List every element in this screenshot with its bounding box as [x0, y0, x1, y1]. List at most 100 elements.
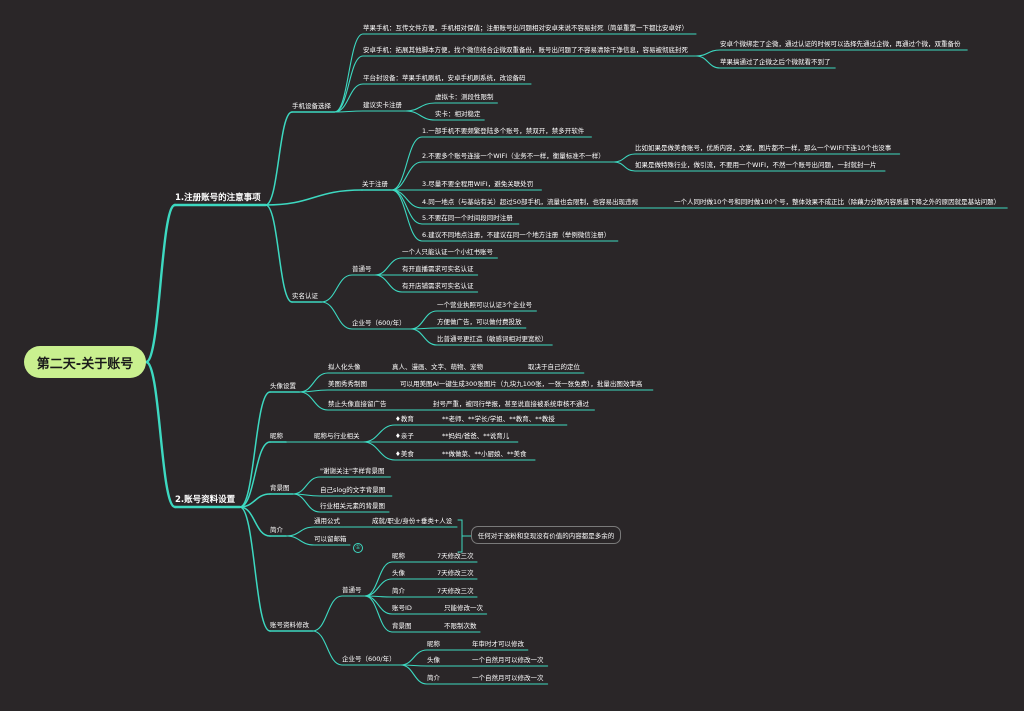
node-b2-edit-n-nick-a[interactable]: 7天修改三次 [437, 552, 474, 560]
node-b2-bg[interactable]: 背景图 [270, 484, 290, 492]
connector-b1-auth-personal [320, 274, 353, 303]
connector-b1-phone-sim-real [405, 110, 436, 121]
root-node[interactable]: 第二天-关于账号 [24, 346, 146, 378]
node-b2-bg-1[interactable]: "谢谢关注"字样背景图 [320, 467, 385, 475]
node-b1-phone-apple[interactable]: 苹果手机：互传文件方便，手机相对保值；注册账号出问题相对安卓来说不容易封死（简单… [363, 24, 688, 32]
node-b1-reg-4[interactable]: 4.同一地点（与基站有关）超过50部手机，流量也会限制，也容易出现违规 [422, 198, 638, 206]
node-b2-nick-food-a[interactable]: **做做菜、**小厨娘、**美食 [442, 450, 527, 458]
connector-b1-phone-sim-virtual [405, 102, 436, 112]
node-b1-phone-android-c2[interactable]: 苹果搞通过了企微之后个微就看不到了 [720, 58, 831, 66]
connector-b1-auth-personal-1 [374, 257, 403, 276]
node-b2-edit[interactable]: 账号资料修改 [270, 621, 309, 629]
node-b2-edit-e-avatar-a[interactable]: 一个自然月可以修改一次 [472, 656, 544, 664]
connector-b2-intro [239, 506, 271, 537]
connector-b1-reg-2 [390, 161, 423, 191]
node-b2-edit-n-avatar[interactable]: 头像 [392, 569, 405, 577]
node-b1-reg-2[interactable]: 2.不要多个账号连接一个WIFI（业务不一样，衡量标准不一样） [422, 152, 605, 160]
node-b1-auth-ent-3[interactable]: 比普通号更扛造（敏感词相对更宽松） [437, 335, 548, 343]
connector-b2-edit [239, 506, 271, 632]
node-b2-nick-baby-a[interactable]: **妈妈/爸爸、**说育儿 [442, 432, 510, 440]
node-b1-phone-platform[interactable]: 平台封设备：苹果手机刷机，安卓手机刷系统，改设备码 [363, 74, 526, 82]
node-b1-auth-ent[interactable]: 企业号（600/年） [352, 319, 406, 327]
node-b1-phone-android-c1[interactable]: 安卓个微绑定了企微，通过认证的时候可以选择先通过企微，再通过个微，双重备份 [720, 40, 961, 48]
node-b1-auth-personal-2[interactable]: 有开直播需求可实名认证 [402, 265, 474, 273]
node-b1-reg-1[interactable]: 1.一部手机不要频繁登陆多个账号，禁双开，禁多开软件 [422, 127, 585, 135]
node-b1-reg-3[interactable]: 3.尽量不要全程用WIFI，避免关联处罚 [422, 180, 534, 188]
node-b2-edit-n-intro[interactable]: 简介 [392, 587, 405, 595]
node-b1-phone-android[interactable]: 安卓手机：拓展其他脚本方便，找个微信结合企微双重备份，账号出问题了不容易清除干净… [363, 46, 688, 54]
node-b1-auth-personal[interactable]: 普通号 [352, 265, 372, 273]
node-b2-avatar-1-b[interactable]: 取决于自己的定位 [528, 363, 580, 371]
node-b2-edit-e-intro[interactable]: 简介 [427, 674, 440, 682]
node-b2-avatar-2-a[interactable]: 可以用美图AI一键生成300张图片（九块九100张，一张一张免费），批量出图效率… [400, 380, 643, 388]
node-b2-avatar-1-a[interactable]: 真人、漫画、文字、萌物、宠物 [392, 363, 483, 371]
node-b1-reg-2-c1[interactable]: 比如如果是做美食账号，优质内容，文案，图片都不一样，那么一个WIFI下连10个也… [635, 144, 892, 152]
connector-b1-reg-4 [390, 189, 423, 209]
node-b1-phone-sim-real[interactable]: 实卡：相对稳定 [435, 110, 481, 118]
connector-b1-phone-android-c1 [695, 49, 721, 57]
node-b1-auth-ent-2[interactable]: 方便做广告，可以做付费投放 [437, 318, 522, 326]
node-b2-edit-e-nick[interactable]: 昵称 [427, 640, 440, 648]
connector-b2-edit-n [312, 595, 343, 632]
node-b1-reg-6[interactable]: 6.建议不同地点注册，不建议在同一个地方注册（举例微信注册） [422, 231, 611, 239]
node-b1[interactable]: 1.注册账号的注意事项 [175, 193, 261, 203]
node-b2-avatar-3-a[interactable]: 封号严重，被同行举报，甚至说直接被系统审核不通过 [433, 400, 589, 408]
node-b1-auth-personal-1[interactable]: 一个人只能认证一个小红书账号 [402, 248, 493, 256]
connector-b2-intro-2 [285, 535, 315, 546]
connector-b1-phone-android-c2 [695, 55, 721, 69]
node-b2-nick[interactable]: 昵称 [270, 432, 283, 440]
node-b2-edit-n-nick[interactable]: 昵称 [392, 552, 405, 560]
node-b2-edit-n-bg[interactable]: 背景图 [392, 622, 412, 630]
node-b2-edit-e-avatar[interactable]: 头像 [427, 656, 440, 664]
connector-b2-avatar-3 [298, 391, 329, 411]
node-b2-intro[interactable]: 简介 [270, 526, 283, 534]
node-b2[interactable]: 2.账号资料设置 [175, 495, 236, 505]
node-b2-edit-n-intro-a[interactable]: 7天修改三次 [437, 587, 474, 595]
node-b2-nick-food[interactable]: ♦美食 [395, 450, 414, 458]
connector-b1-reg-2-c2 [613, 161, 636, 172]
connector-b2-bg-1 [292, 476, 321, 495]
node-b2-edit-n-id[interactable]: 账号ID [392, 604, 412, 612]
node-b2-edit-n-avatar-a[interactable]: 7天修改三次 [437, 569, 474, 577]
node-b1-phone-sim-virtual[interactable]: 虚拟卡：测段性限制 [435, 93, 494, 101]
node-b2-edit-e-intro-a[interactable]: 一个自然月可以修改一次 [472, 674, 544, 682]
node-b1-reg[interactable]: 关于注册 [362, 180, 388, 188]
node-b2-edit-e-nick-a[interactable]: 年审时才可以修改 [472, 640, 524, 648]
node-b2-avatar-3[interactable]: 禁止头像直接留广告 [328, 400, 387, 408]
intro-summary-note[interactable]: 任何对于涨粉和变现没有价值的内容都是多余的 [471, 526, 621, 544]
connector-b1-auth-ent-1 [410, 310, 438, 330]
node-b2-edit-n-id-a[interactable]: 只能修改一次 [444, 604, 483, 612]
connector-b1-reg-6 [390, 189, 423, 242]
node-b2-edit-e[interactable]: 企业号（600/年） [342, 655, 396, 663]
node-b1-phone-sim[interactable]: 建议实卡注册 [363, 101, 402, 109]
node-b2-nick-baby[interactable]: ♦亲子 [395, 432, 414, 440]
node-b1-reg-4-c1[interactable]: 一个人同时做10个号和同时做100个号，整体效果不成正比（除藕力分散内容质量下降… [674, 198, 1001, 206]
node-b1-auth-ent-1[interactable]: 一个营业执照可以认证3个企业号 [437, 301, 533, 309]
node-b2-avatar[interactable]: 头像设置 [270, 382, 296, 390]
node-b2-intro-1[interactable]: 通用公式 [314, 517, 340, 525]
connector-b1-phone-platform [334, 83, 364, 113]
node-b1-auth-personal-3[interactable]: 有开店铺需求可实名认证 [402, 282, 474, 290]
node-b2-bg-2[interactable]: 自己slog的文字背景图 [320, 486, 386, 494]
node-b2-nick-1[interactable]: 昵称与行业相关 [314, 432, 360, 440]
connector-b1 [144, 203, 177, 364]
node-b1-reg-2-c2[interactable]: 如果是做特殊行业，做引流，不要用一个WIFI，不然一个账号出问题，一封就封一片 [635, 161, 877, 169]
node-b1-reg-5[interactable]: 5.不要在同一个时间段同时注册 [422, 214, 513, 222]
node-b1-phone[interactable]: 手机设备选择 [292, 102, 331, 110]
node-b2-nick-edu[interactable]: ♦教育 [395, 415, 414, 423]
node-b1-auth[interactable]: 实名认证 [292, 292, 318, 300]
connector-b1-auth-personal-3 [374, 274, 403, 293]
connector-b1-auth [264, 204, 293, 303]
node-b2-intro-1-a[interactable]: 成就/职业/身份+垂类+人设 [372, 517, 453, 525]
node-b2-avatar-2[interactable]: 美图秀秀制图 [328, 380, 367, 388]
node-b2-bg-3[interactable]: 行业相关元素的背景图 [320, 502, 385, 510]
node-b2-nick-edu-a[interactable]: **老师、**学长/学姐、**教育、**教授 [442, 415, 555, 423]
connector-b1-phone [264, 111, 293, 206]
connector-b1-phone-apple [334, 33, 364, 113]
node-b2-edit-n[interactable]: 普通号 [342, 586, 362, 594]
connector-b1-auth-ent-3 [410, 328, 438, 346]
node-b2-avatar-1[interactable]: 拟人化头像 [328, 363, 361, 371]
connector-b1-phone-android [334, 55, 364, 113]
node-b2-intro-2[interactable]: 可以留邮箱 [314, 535, 347, 543]
node-b2-edit-n-bg-a[interactable]: 不限制次数 [444, 622, 477, 630]
